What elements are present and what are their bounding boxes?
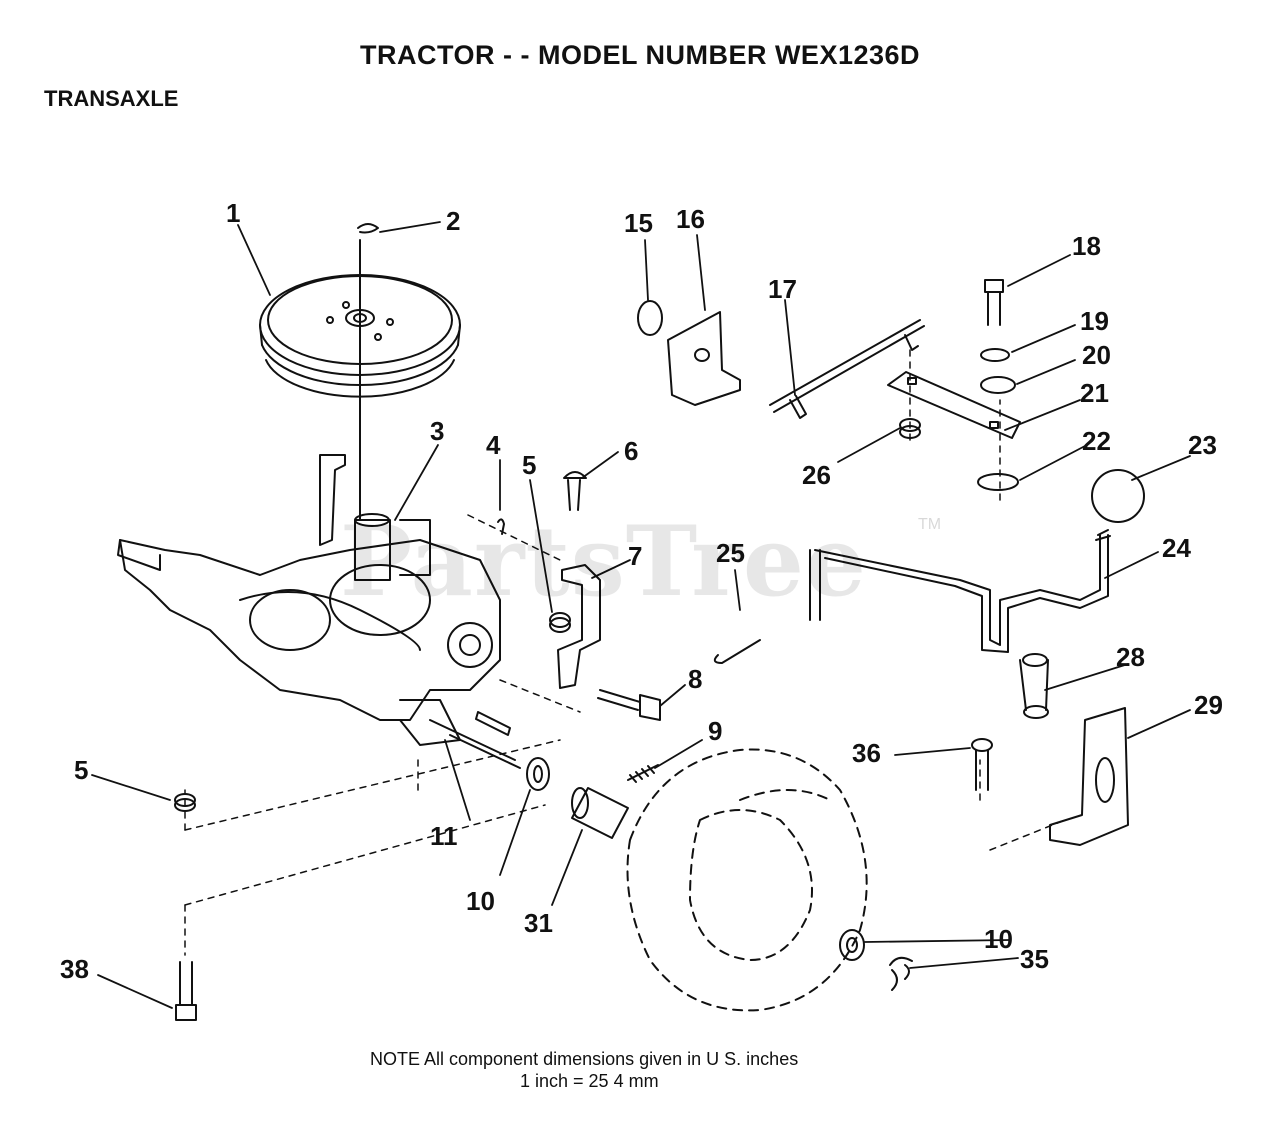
callout-labels: 1 2 3 4 5 6 7 8 9 5 11 10 31 10 35 38 15… xyxy=(60,198,1223,984)
callout-8: 8 xyxy=(688,664,702,694)
part-retaining-ring xyxy=(357,223,379,234)
callout-20: 20 xyxy=(1082,340,1111,370)
part-bushing xyxy=(899,418,921,439)
part-flat-washer xyxy=(637,300,663,336)
diagram-title: TRACTOR - - MODEL NUMBER WEX1236D xyxy=(359,40,921,70)
part-nut-lower xyxy=(174,793,196,812)
part-square-washer xyxy=(977,473,1019,491)
callout-23: 23 xyxy=(1188,430,1217,460)
diagram-subtitle: TRANSAXLE xyxy=(44,86,179,111)
part-axle-key xyxy=(475,711,511,736)
part-spacer xyxy=(571,787,629,839)
part-retaining-clip xyxy=(889,956,913,991)
callout-28: 28 xyxy=(1116,642,1145,672)
part-carriage-bolt xyxy=(563,471,587,511)
callout-1: 1 xyxy=(226,198,240,228)
part-washer xyxy=(526,757,550,791)
part-hex-bolt xyxy=(597,689,661,721)
callout-38: 38 xyxy=(60,954,89,984)
part-spring xyxy=(627,764,659,783)
callout-19: 19 xyxy=(1080,306,1109,336)
callout-4: 4 xyxy=(486,430,501,460)
part-cotter-pin xyxy=(713,639,761,664)
callout-11: 11 xyxy=(430,821,458,851)
callout-5-upper: 5 xyxy=(522,450,536,480)
part-shift-plate xyxy=(887,371,1021,439)
callout-3: 3 xyxy=(430,416,444,446)
part-lower-bolt xyxy=(175,961,197,1021)
callout-36: 36 xyxy=(852,738,881,768)
callout-29: 29 xyxy=(1194,690,1223,720)
part-transaxle-housing xyxy=(117,454,521,769)
part-bolt xyxy=(984,279,1004,326)
callout-15: 15 xyxy=(624,208,653,238)
callout-18: 18 xyxy=(1072,231,1101,261)
callout-6: 6 xyxy=(624,436,638,466)
part-flat-washer-2 xyxy=(980,376,1016,394)
callout-24: 24 xyxy=(1162,533,1191,563)
part-compression-spring xyxy=(1019,653,1049,719)
part-key xyxy=(497,518,505,535)
part-lock-washer xyxy=(980,348,1010,362)
callout-26: 26 xyxy=(802,460,831,490)
part-shift-knob xyxy=(1091,469,1145,523)
callout-31: 31 xyxy=(524,908,553,938)
dimension-note: NOTE All component dimensions given in U… xyxy=(370,1048,798,1092)
callout-5-lower: 5 xyxy=(74,755,88,785)
callout-22: 22 xyxy=(1082,426,1111,456)
callout-17: 17 xyxy=(768,274,797,304)
callout-9: 9 xyxy=(708,716,722,746)
callout-16: 16 xyxy=(676,204,705,234)
part-washer-right xyxy=(839,929,865,961)
watermark-trademark: TM xyxy=(918,516,942,533)
part-screw xyxy=(971,738,993,791)
watermark: PartsTree xyxy=(340,505,867,618)
callout-25: 25 xyxy=(716,538,745,568)
callout-7: 7 xyxy=(628,541,642,571)
callout-10-left: 10 xyxy=(466,886,495,916)
callout-10-right: 10 xyxy=(984,924,1013,954)
part-lever-bracket xyxy=(1049,707,1129,846)
part-mount-bracket xyxy=(667,311,741,406)
part-wheel xyxy=(626,748,868,1012)
part-shift-lever xyxy=(809,529,1111,653)
note-line-2: 1 inch = 25 4 mm xyxy=(520,1071,659,1091)
callout-2: 2 xyxy=(446,206,460,236)
callout-21: 21 xyxy=(1080,378,1109,408)
note-line-1: NOTE All component dimensions given in U… xyxy=(370,1049,799,1069)
callout-35: 35 xyxy=(1020,944,1049,974)
part-nut xyxy=(549,612,571,633)
part-bracket xyxy=(557,564,601,689)
